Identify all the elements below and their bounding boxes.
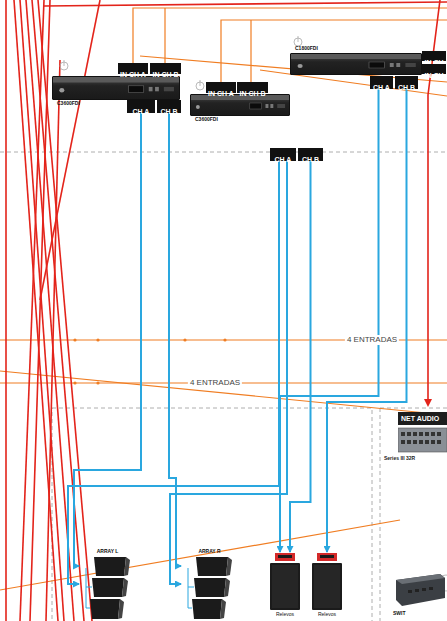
speaker-cable	[290, 161, 311, 552]
speaker-cable	[327, 89, 407, 552]
amplifier-panel	[291, 54, 421, 74]
input-count-label: 4 ENTRADAS	[345, 335, 399, 345]
subwoofer-cabinet	[310, 553, 344, 611]
channel-name: IN CH	[424, 71, 443, 81]
channel-name: IN CH B	[152, 69, 178, 80]
channel-label: CH A	[370, 76, 393, 89]
amplifier: C1800FDI	[290, 53, 422, 75]
speaker-array: ARRAY L	[80, 548, 135, 621]
channel-label: IN CH	[422, 51, 446, 61]
switch-device: SWIT	[388, 570, 445, 620]
device-label: Relevos	[268, 611, 302, 617]
input-count-label: 4 ENTRADAS	[188, 378, 242, 388]
power-symbol	[60, 36, 447, 591]
speaker-cabinet: Relevos	[268, 553, 302, 621]
model-name: C1800FDI	[295, 45, 425, 51]
speaker-cable	[74, 113, 141, 566]
channel-label: IN CH B	[237, 82, 268, 93]
channel-label: CH B	[395, 76, 418, 89]
device-label: ARRAY L	[80, 548, 135, 554]
device-label: Series III 32R	[384, 455, 433, 461]
device-label: Relevos	[310, 611, 344, 617]
channel-label: IN CH B	[150, 63, 181, 74]
channel-name: CH A	[275, 153, 292, 166]
channel-name: IN CH A	[208, 88, 234, 99]
channel-name: CH A	[373, 81, 390, 94]
channel-label: CH A	[270, 148, 296, 161]
speaker-cabinet: Relevos	[310, 553, 344, 621]
speaker-cable	[170, 161, 287, 584]
device-label: ARRAY R	[182, 548, 237, 554]
channel-label: CH B	[157, 100, 181, 113]
channel-label: IN CH A	[118, 63, 148, 74]
network-wire	[6, 0, 447, 621]
channel-label: CH A	[127, 100, 155, 113]
speaker-cable	[68, 161, 279, 584]
net-audio-unit: NET AUDIOSeries III 32R	[398, 412, 447, 456]
channel-name: CH B	[160, 105, 177, 118]
input-wire	[0, 8, 447, 590]
amplifier: C3600FDI	[190, 94, 290, 116]
amplifier-panel	[191, 95, 289, 115]
network-switch	[388, 570, 445, 608]
zone-border	[0, 152, 447, 621]
channel-label: IN CH	[422, 64, 446, 74]
amplifier: C3600FDI	[52, 76, 180, 100]
channel-name: CH A	[133, 105, 150, 118]
line-array-cabinets	[80, 556, 135, 621]
model-name: C3600FDI	[195, 116, 293, 122]
amplifier-panel	[53, 77, 179, 99]
device-label: NET AUDIO	[398, 412, 447, 425]
subwoofer-cabinet	[268, 553, 302, 611]
device-label: SWIT	[393, 610, 447, 616]
channel-label: IN CH A	[206, 82, 236, 93]
channel-label: CH B	[298, 148, 323, 161]
channel-name: CH B	[302, 153, 319, 166]
rack-device	[398, 426, 447, 454]
line-array-cabinets	[182, 556, 237, 621]
channel-name: CH B	[398, 81, 415, 94]
channel-name: IN CH B	[239, 88, 265, 99]
speaker-array: ARRAY R	[182, 548, 237, 621]
channel-name: IN CH A	[120, 69, 146, 80]
